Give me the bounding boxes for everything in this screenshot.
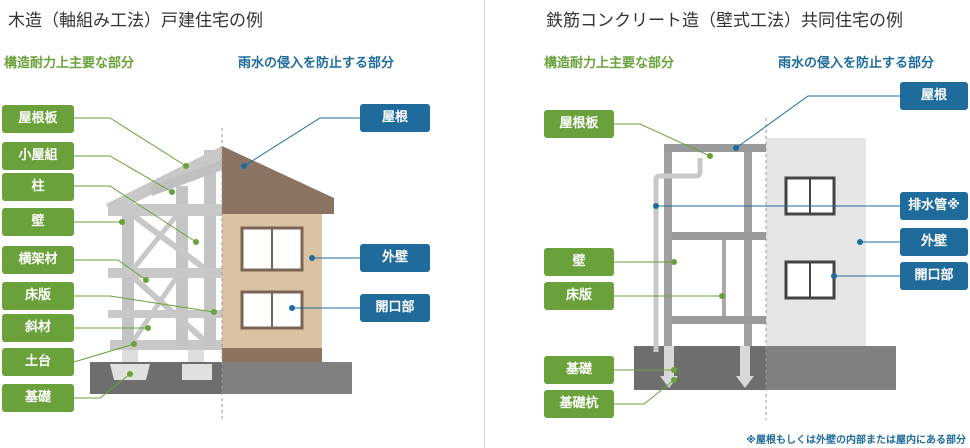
- right-structural-heading: 構造耐力上主要な部分: [544, 56, 675, 71]
- label-wall-left: 壁: [2, 208, 74, 236]
- label-sill: 土台: [2, 348, 74, 376]
- label-foundation-pile: 基礎杭: [544, 390, 614, 418]
- label-column: 柱: [2, 173, 74, 201]
- right-title: 鉄筋コンクリート造（壁式工法）共同住宅の例: [546, 11, 903, 31]
- label-opening-left: 開口部: [360, 294, 430, 322]
- label-foundation-left: 基礎: [2, 384, 74, 412]
- left-rain-heading: 雨水の侵入を防止する部分: [238, 56, 395, 71]
- label-drain-pipe: 排水管※: [900, 192, 968, 220]
- label-wall-right: 壁: [544, 248, 614, 276]
- label-exterior-wall-left: 外壁: [360, 244, 430, 272]
- panel-divider: [484, 0, 485, 448]
- label-roof-board-left: 屋根板: [2, 105, 74, 133]
- label-diagonal: 斜材: [2, 314, 74, 342]
- wooden-house-illustration: [90, 128, 352, 420]
- label-foundation-right: 基礎: [544, 356, 614, 384]
- footnote: ※屋根もしくは外壁の内部または屋内にある部分: [746, 435, 966, 446]
- rc-building-illustration: [634, 118, 896, 420]
- label-floor-slab-left: 床版: [2, 282, 74, 310]
- left-structural-heading: 構造耐力上主要な部分: [4, 56, 135, 71]
- label-roof-board-right: 屋根板: [544, 110, 614, 138]
- right-rain-heading: 雨水の侵入を防止する部分: [778, 56, 935, 71]
- left-title: 木造（軸組み工法）戸建住宅の例: [8, 11, 263, 31]
- label-roof-right: 屋根: [900, 82, 968, 110]
- label-horizontal-member: 横架材: [2, 246, 74, 274]
- label-roof-frame: 小屋組: [2, 142, 74, 170]
- label-roof-left: 屋根: [360, 104, 430, 132]
- label-opening-right: 開口部: [900, 262, 968, 290]
- label-floor-slab-right: 床版: [544, 282, 614, 310]
- label-exterior-wall-right: 外壁: [900, 228, 968, 256]
